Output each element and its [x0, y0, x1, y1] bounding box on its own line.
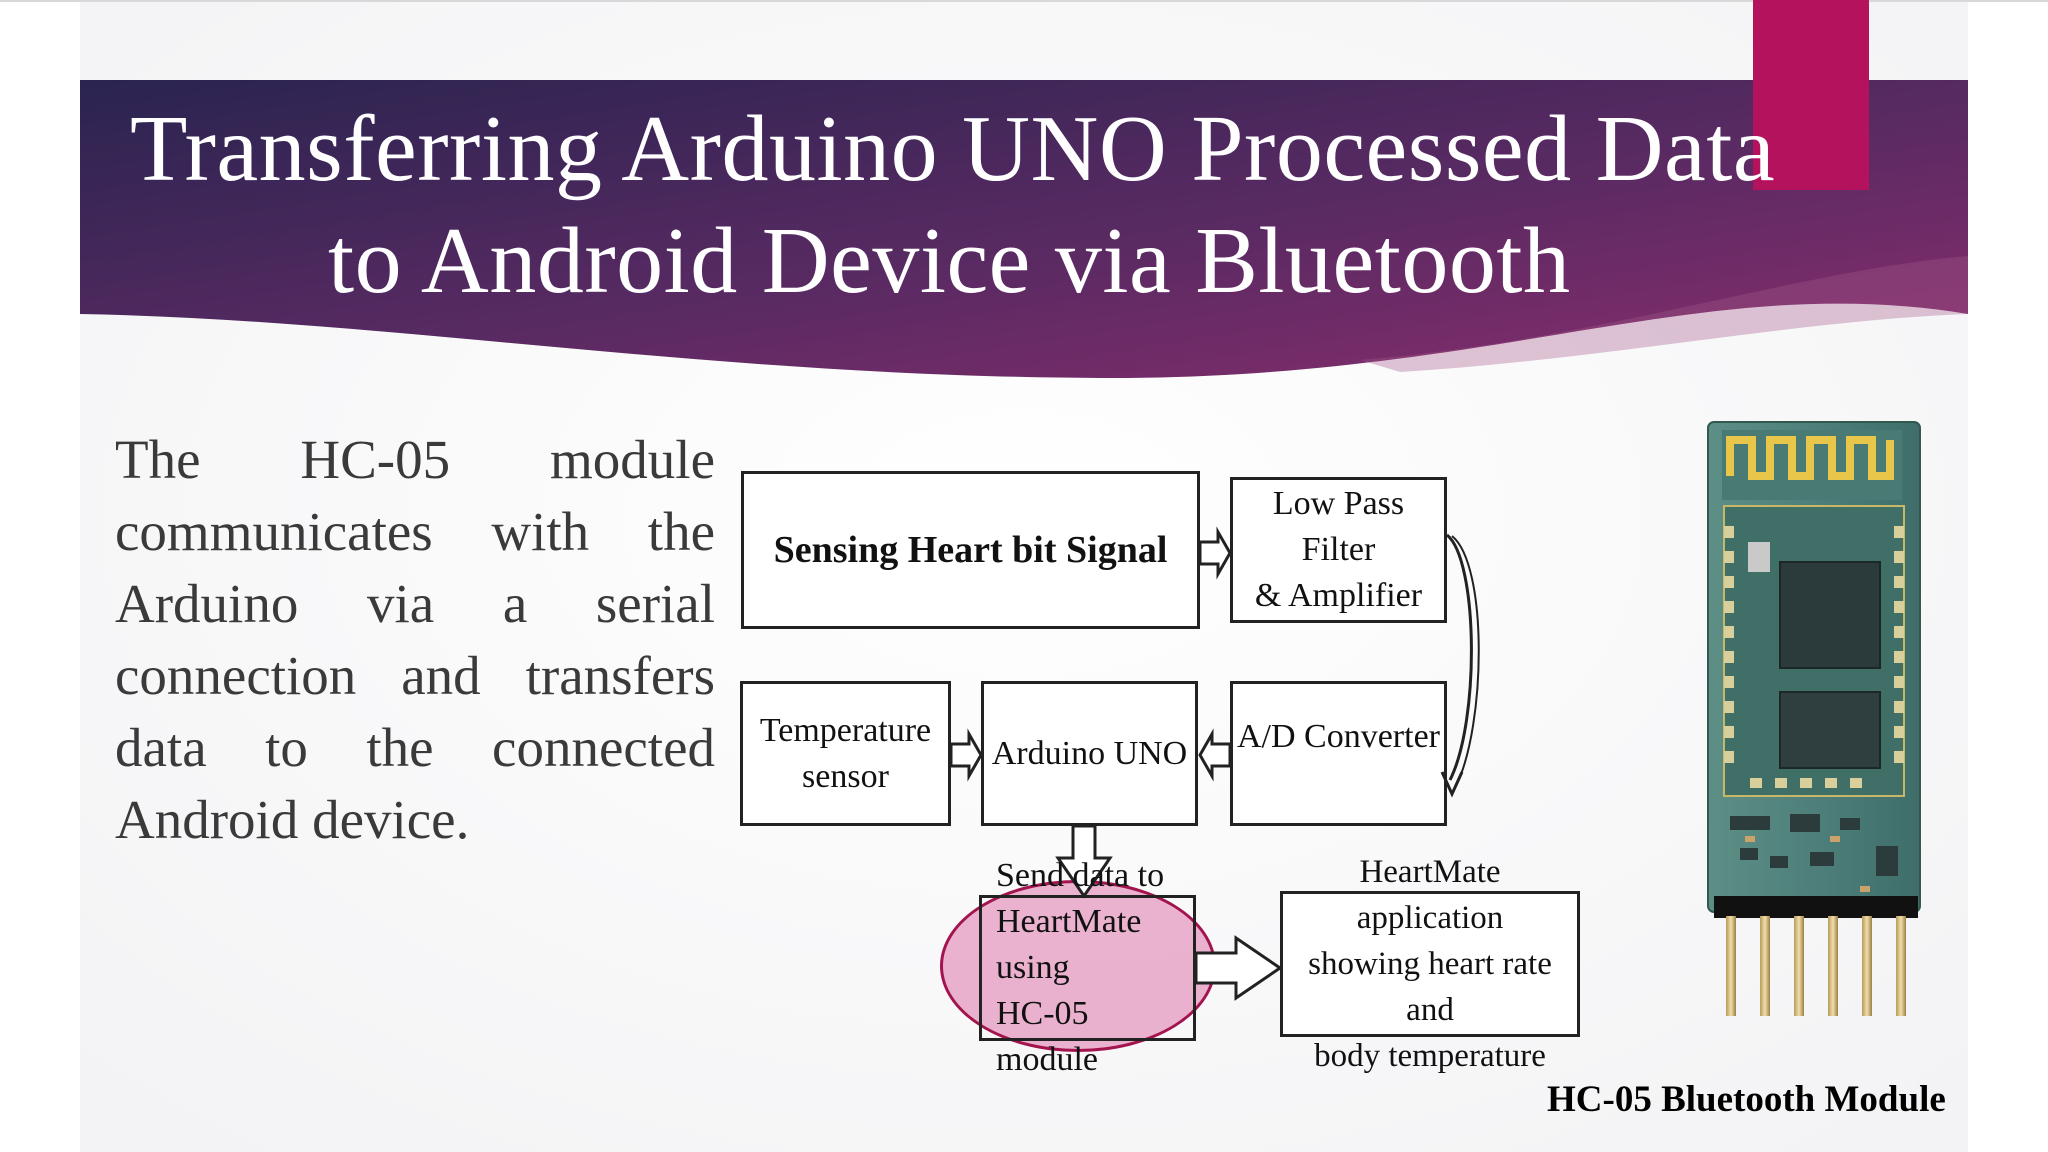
adc-label: A/D Converter [1236, 718, 1440, 755]
module-caption: HC-05 Bluetooth Module [1547, 1079, 1946, 1120]
highlight-ellipse [940, 880, 1216, 1052]
lowpass-label-line-2: & Amplifier [1254, 577, 1423, 614]
heartmate-app-block: HeartMate application showing heart rate… [1280, 854, 1580, 1074]
arduino-label: Arduino UNO [991, 734, 1188, 772]
send-data-block: Send data to HeartMate using HC-05 modul… [979, 857, 1196, 1078]
body-paragraph: The HC-05 module communicates with the A… [115, 429, 715, 850]
lowpass-label-line-1: Low Pass Filter [1272, 485, 1405, 568]
adc-block: A/D Converter [1230, 681, 1447, 826]
send-label-line-1: Send data to [996, 857, 1165, 894]
temperature-label-line-2: sensor [802, 757, 889, 795]
hc05-module-image [1707, 421, 1921, 1016]
temperature-block: Temperature sensor [740, 681, 951, 826]
send-label-line-2: HeartMate using [996, 903, 1142, 986]
temperature-label-line-1: Temperature [759, 711, 932, 749]
accent-tab [1753, 0, 1869, 190]
title-banner [80, 80, 1968, 379]
send-label-line-3: HC-05 module [996, 995, 1098, 1078]
heartmate-label-line-3: body temperature [1314, 1038, 1546, 1074]
arduino-block: Arduino UNO [981, 681, 1198, 826]
sensing-block: Sensing Heart bit Signal [741, 471, 1200, 629]
sensing-label: Sensing Heart bit Signal [773, 529, 1168, 571]
slide-title-line-1: Transferring Arduino UNO Processed Data [130, 97, 1776, 201]
lowpass-block: Low Pass Filter & Amplifier [1230, 477, 1447, 623]
slide-title-line-2: to Android Device via Bluetooth [328, 209, 1571, 313]
heartmate-label-line-2: showing heart rate and [1308, 946, 1552, 1028]
heartmate-label-line-1: HeartMate application [1356, 854, 1504, 936]
